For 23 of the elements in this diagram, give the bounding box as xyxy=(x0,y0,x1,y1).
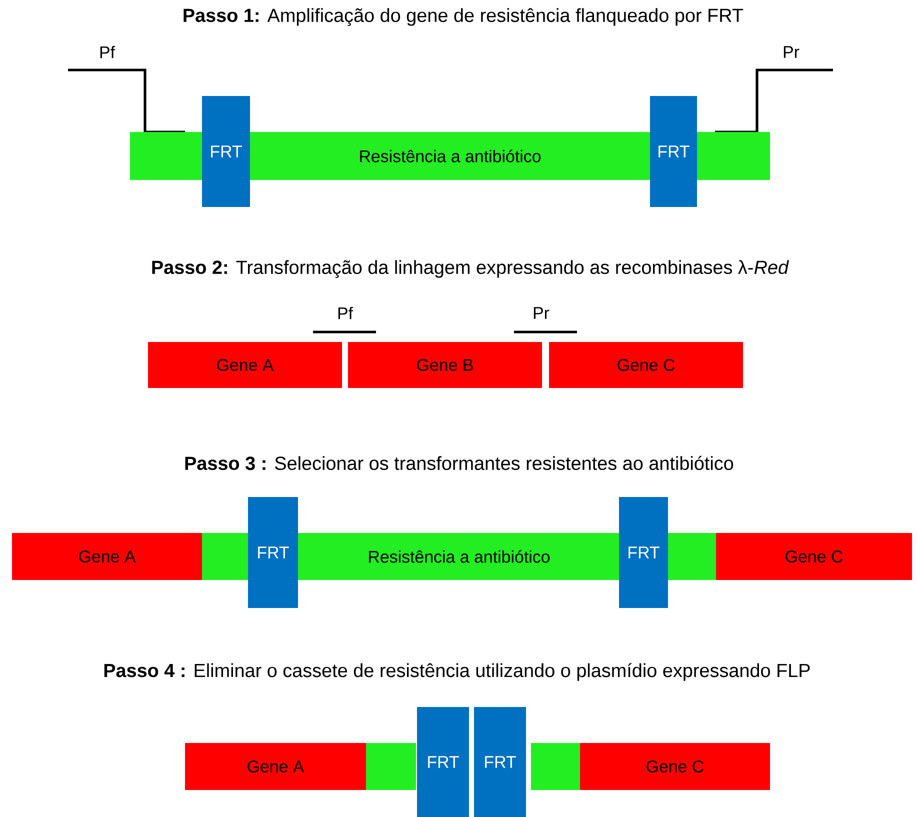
primer-label: Pr xyxy=(784,46,800,58)
frt-box: FRT xyxy=(474,707,526,817)
frt-box: FRT xyxy=(619,497,668,608)
gene-box: Gene A xyxy=(185,743,366,790)
gene-box: Gene B xyxy=(348,342,542,388)
frt-box: FRT xyxy=(650,96,697,207)
primer-label: Pf xyxy=(100,46,116,58)
step-heading: Passo 4 : Eliminar o cassete de resistência utilizando o plasmídio expressando FLP xyxy=(104,663,810,681)
frt-box: FRT xyxy=(417,707,469,817)
gene-box: Gene C xyxy=(716,533,912,580)
step-heading: Passo 2: Transformação da linhagem expressando as recombinases λ-Red xyxy=(152,260,790,278)
scar-bar xyxy=(531,743,580,790)
frt-box: FRT xyxy=(202,96,250,207)
gene-box: Gene A xyxy=(12,533,202,580)
frt-box: FRT xyxy=(248,497,298,608)
primer-label: Pf xyxy=(338,306,354,320)
gene-box: Gene C xyxy=(549,342,743,388)
step-heading: Passo 3 : Selecionar os transformantes resistentes ao antibiótico xyxy=(185,456,734,470)
scar-bar xyxy=(366,743,416,790)
primer-label: Pr xyxy=(534,307,550,319)
step-heading: Passo 1: Amplificação do gene de resistência flanqueado por FRT xyxy=(184,8,744,26)
gene-box: Gene C xyxy=(580,743,770,790)
gene-box: Gene A xyxy=(148,342,342,388)
